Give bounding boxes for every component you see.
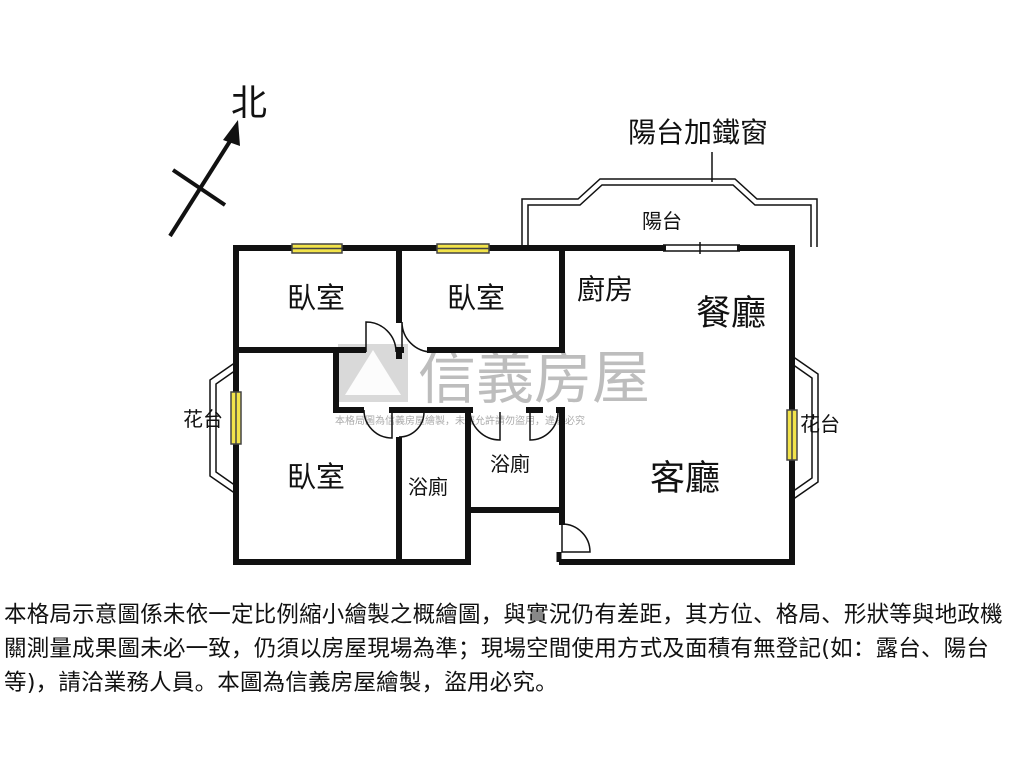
bedroom-3-label: 臥室: [287, 460, 345, 494]
door-bath-2-left: [469, 409, 501, 441]
bedroom-1-label: 臥室: [287, 281, 345, 315]
living-label: 客廳: [650, 459, 720, 499]
planter-right-label: 花台: [800, 412, 840, 436]
watermark: 信義房屋 本格局圖為信義房屋繪製，未經允許請勿盜用，違者必究: [335, 344, 650, 427]
watermark-notice: 本格局圖為信義房屋繪製，未經允許請勿盜用，違者必究: [335, 414, 585, 427]
door-bedroom-3: [363, 409, 393, 439]
door-entrance: [561, 523, 591, 553]
watermark-logo-mark: [345, 350, 401, 395]
kitchen-label: 廚房: [577, 273, 633, 306]
windows: [230, 243, 798, 461]
left-planter: [209, 361, 237, 495]
dining-label: 餐廳: [696, 294, 766, 334]
floor-plan: 北 陽台加鐵窗 陽台 信義房屋 本格局圖為信義房屋繪製，未經允許請勿盜用，違者必…: [168, 83, 840, 565]
compass-arrowhead: [223, 120, 240, 146]
planter-left-label: 花台: [183, 407, 223, 431]
balcony-outline: [521, 178, 818, 247]
door-bath-2: [529, 410, 559, 441]
compass-crossbar: [171, 168, 227, 207]
compass-north-label: 北: [231, 83, 267, 124]
door-bedroom-2: [401, 321, 433, 353]
right-planter: [791, 355, 819, 501]
balcony-window-label: 陽台加鐵窗: [628, 116, 768, 149]
watermark-brand: 信義房屋: [418, 344, 650, 412]
disclaimer-text: 本格局示意圖係未依一定比例縮小繪製之概繪圖，與實況仍有差距，其方位、格局、形狀等…: [4, 602, 1003, 696]
door-swings: [363, 321, 591, 562]
door-bath-1: [398, 411, 425, 438]
balcony-label: 陽台: [642, 209, 682, 233]
bath-2-label: 浴廁: [490, 452, 530, 476]
door-bedroom-1: [365, 321, 397, 353]
compass: 北: [168, 83, 267, 238]
bedroom-2-label: 臥室: [447, 281, 505, 315]
door-jambs: [360, 347, 562, 413]
sliding-door: [663, 242, 740, 254]
bath-1-label: 浴廁: [408, 475, 448, 499]
